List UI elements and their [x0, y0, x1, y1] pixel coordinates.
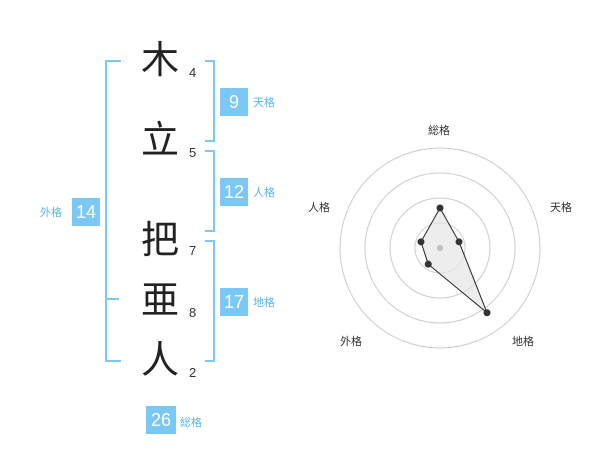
radar-point [436, 204, 444, 212]
radar-score-area [420, 206, 488, 314]
name-char-3: 把 [140, 218, 179, 262]
radar-grid-ring [389, 197, 491, 299]
jinkaku-label: 人格 [253, 186, 275, 199]
radar-axis-label-jinkaku: 人格 [308, 201, 330, 214]
radar-grid-ring [364, 172, 516, 324]
soukaku-value: 26 [146, 406, 176, 434]
stroke-count-2: 5 [189, 145, 197, 160]
gaikaku-value: 14 [72, 198, 100, 226]
radar-axis-label-chikaku: 地格 [512, 335, 534, 348]
chikaku-label: 地格 [253, 296, 275, 309]
name-char-1: 木 [140, 38, 179, 82]
tenkaku-label: 天格 [253, 96, 275, 109]
name-char-2: 立 [140, 118, 179, 162]
radar-center-dot [437, 245, 443, 251]
soukaku-label: 総格 [180, 416, 202, 429]
radar-axis-label-soukaku: 総格 [428, 124, 450, 137]
stroke-count-1: 4 [189, 65, 197, 80]
radar-grid-ring [339, 147, 541, 349]
gaikaku-label: 外格 [40, 206, 62, 219]
stroke-count-4: 8 [189, 305, 197, 320]
name-char-4: 亜 [140, 278, 179, 322]
gaikaku-bracket-tick [105, 298, 119, 300]
radar-point [483, 309, 491, 317]
radar-axis-label-gaikaku: 外格 [340, 335, 362, 348]
radar-axis-label-tenkaku: 天格 [550, 201, 572, 214]
radar-point [417, 238, 425, 246]
chikaku-bracket [205, 240, 215, 362]
jinkaku-value: 12 [220, 178, 248, 206]
stroke-count-3: 7 [189, 243, 197, 258]
jinkaku-bracket [205, 150, 215, 232]
stroke-count-5: 2 [189, 365, 197, 380]
chikaku-value: 17 [220, 288, 248, 316]
tenkaku-value: 9 [220, 88, 248, 116]
gaikaku-bracket [105, 60, 121, 362]
radar-point [424, 260, 432, 268]
radar-point [455, 238, 463, 246]
tenkaku-bracket [205, 60, 215, 142]
name-char-5: 人 [140, 338, 179, 382]
